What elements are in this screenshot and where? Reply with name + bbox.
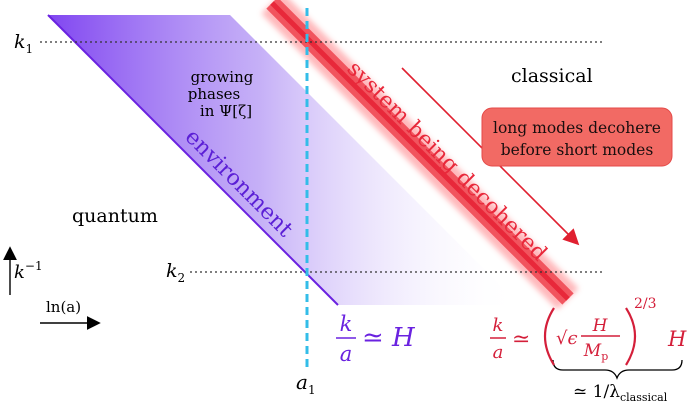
environment-band xyxy=(48,15,520,305)
k-inverse-label: k−1 xyxy=(14,259,43,283)
classical-sqrt-eps: √ϵ xyxy=(556,328,578,349)
a1-label: a1 xyxy=(296,370,316,397)
growing-line-3: in Ψ[ζ] xyxy=(200,102,252,120)
k1-label: k1 xyxy=(14,31,33,56)
hubble-relation: ≃ H xyxy=(362,323,416,353)
hubble-k: k xyxy=(340,312,353,336)
quantum-label: quantum xyxy=(72,205,158,227)
callout-line-1: long modes decohere xyxy=(493,119,661,137)
ln-a-label: ln(a) xyxy=(46,298,81,316)
classical-H-outer: H xyxy=(667,327,687,351)
left-paren xyxy=(543,307,555,366)
system-band xyxy=(261,0,579,310)
hubble-a: a xyxy=(340,342,353,366)
environment-edge xyxy=(47,14,339,306)
right-paren xyxy=(625,307,637,366)
callout-box xyxy=(481,107,673,167)
classical-sim: ≃ xyxy=(512,327,530,352)
growing-line-2: phases xyxy=(188,85,240,103)
brace-label: ≃ 1/λclassical xyxy=(573,382,668,404)
classical-H-num: H xyxy=(592,316,609,336)
classical-exponent: 2/3 xyxy=(634,296,657,312)
classical-k: k xyxy=(493,315,504,336)
classical-Mp: Mp xyxy=(583,341,608,363)
classical-a: a xyxy=(493,342,504,363)
growing-line-1: growing xyxy=(191,68,254,86)
callout-line-2: before short modes xyxy=(501,141,654,159)
k2-label: k2 xyxy=(166,260,185,285)
classical-underbrace xyxy=(552,359,683,380)
classical-label: classical xyxy=(511,65,593,87)
